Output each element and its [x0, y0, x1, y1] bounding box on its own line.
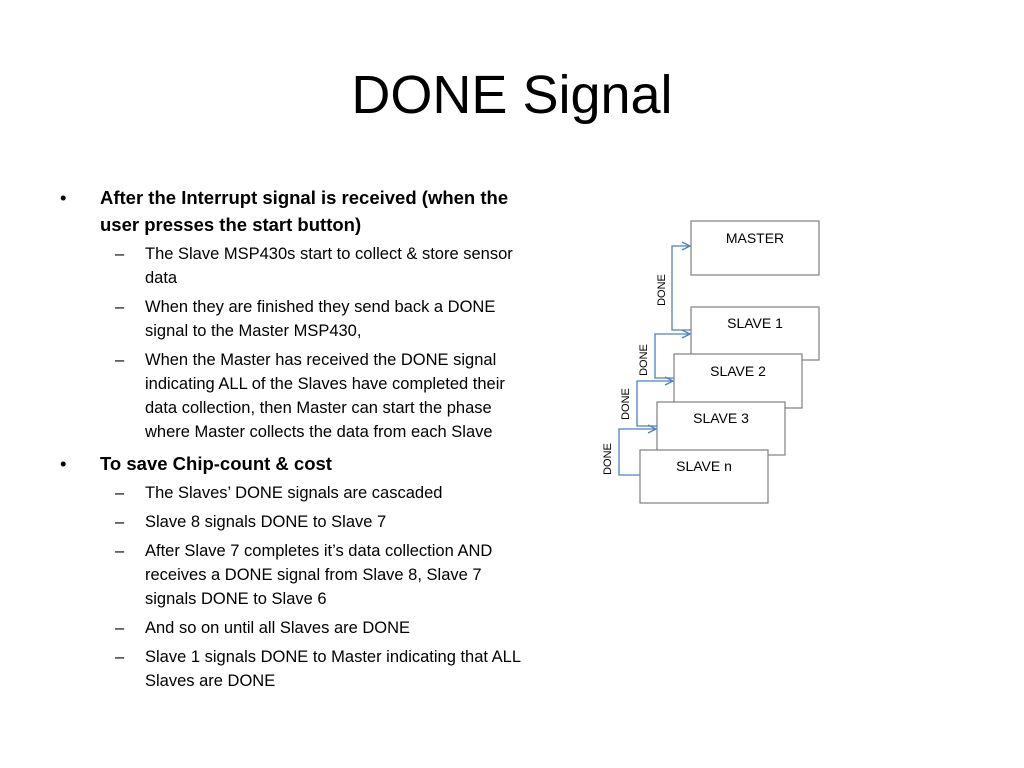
slave-3-label: SLAVE 3: [693, 410, 749, 426]
done-label-slave1: DONE: [638, 344, 650, 376]
done-signal-diagram: MASTER SLAVE 1 SLAVE 2 SLAVE 3 SLAVE n D…: [590, 210, 850, 525]
slave-1-label: SLAVE 1: [727, 315, 783, 331]
sub-bullet-item: – Slave 1 signals DONE to Master indicati…: [60, 645, 535, 693]
sub-bullet-item: – When they are finished they send back a…: [60, 295, 535, 343]
sub-bullet-item: – And so on until all Slaves are DONE: [60, 616, 535, 640]
sub-bullet-text: When they are finished they send back a …: [145, 298, 496, 340]
slave-3-box: SLAVE 3: [656, 401, 786, 456]
bullet-content: • After the Interrupt signal is received…: [60, 184, 535, 699]
dash-icon: –: [115, 513, 125, 531]
done-arrow-slave2-to-slave1: [654, 334, 690, 379]
slave-2-box: SLAVE 2: [673, 353, 803, 409]
dash-icon: –: [115, 351, 125, 369]
sub-bullet-item: – Slave 8 signals DONE to Slave 7: [60, 510, 535, 534]
master-label: MASTER: [726, 230, 784, 246]
done-label-master: DONE: [656, 274, 668, 306]
done-arrow-slave3-to-slave2: [636, 381, 673, 427]
bullet-text: To save Chip-count & cost: [100, 453, 332, 474]
done-label-slave2: DONE: [620, 388, 632, 420]
dash-icon: –: [115, 298, 125, 316]
done-arrow-slaven-to-slave3: [618, 429, 656, 476]
master-box: MASTER: [690, 220, 820, 276]
bullet-dot-icon: •: [60, 453, 67, 474]
bullet-item-2: • To save Chip-count & cost – The Slaves’…: [60, 450, 535, 693]
bullet-item-1: • After the Interrupt signal is received…: [60, 184, 535, 444]
dash-icon: –: [115, 484, 125, 502]
sub-bullet-text: After Slave 7 completes it’s data collec…: [145, 542, 493, 608]
slave-n-box: SLAVE n: [639, 449, 769, 504]
dash-icon: –: [115, 542, 125, 560]
slave-2-label: SLAVE 2: [710, 363, 766, 379]
bullet-dot-icon: •: [60, 187, 67, 208]
done-label-slave3: DONE: [602, 443, 614, 475]
dash-icon: –: [115, 648, 125, 666]
sub-bullet-text: When the Master has received the DONE si…: [145, 351, 505, 441]
sub-bullet-item: – The Slaves’ DONE signals are cascaded: [60, 481, 535, 505]
sub-bullet-text: And so on until all Slaves are DONE: [145, 619, 411, 637]
dash-icon: –: [115, 245, 125, 263]
sub-bullet-item: – When the Master has received the DONE s…: [60, 348, 535, 444]
slave-1-box: SLAVE 1: [690, 306, 820, 361]
slide-title: DONE Signal: [351, 65, 673, 125]
bullet-text: After the Interrupt signal is received (…: [100, 187, 509, 235]
sub-bullet-text: The Slave MSP430s start to collect & sto…: [145, 245, 513, 287]
slave-n-label: SLAVE n: [676, 458, 732, 474]
sub-bullet-text: Slave 1 signals DONE to Master indicatin…: [145, 648, 521, 690]
done-arrow-slave1-to-master: [671, 246, 691, 331]
sub-bullet-item: – The Slave MSP430s start to collect & st…: [60, 242, 535, 290]
dash-icon: –: [115, 619, 125, 637]
sub-bullet-item: – After Slave 7 completes it’s data colle…: [60, 539, 535, 611]
sub-bullet-text: Slave 8 signals DONE to Slave 7: [145, 513, 387, 531]
sub-bullet-text: The Slaves’ DONE signals are cascaded: [145, 484, 443, 502]
